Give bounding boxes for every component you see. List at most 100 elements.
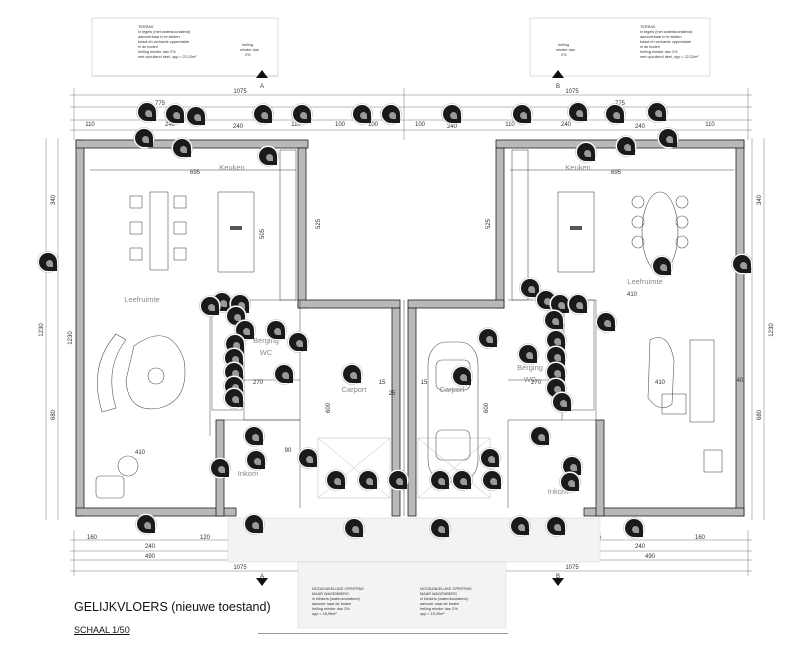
svg-text:A: A [260, 84, 264, 90]
svg-text:in tegels (met waterdoorlatend: in tegels (met waterdoorlatend) [138, 30, 191, 34]
marker-pin-icon [561, 455, 583, 477]
svg-text:240: 240 [145, 544, 156, 550]
interior-dimensions: 695 695 525 525 505 410 410 270 270 600 … [68, 170, 744, 456]
marker-pin-icon [545, 329, 567, 351]
marker-pin-icon [511, 103, 533, 125]
svg-text:270: 270 [531, 380, 542, 386]
marker-pin-icon [164, 103, 186, 125]
svg-text:240: 240 [635, 544, 646, 550]
marker-pin-icon [567, 101, 589, 123]
svg-text:helling minder dan 2%: helling minder dan 2% [420, 607, 458, 611]
section-marker-a-bottom: A [256, 574, 268, 586]
marker-pin-icon [451, 469, 473, 491]
svg-text:minder dan: minder dan [240, 48, 259, 52]
kitchen-cabinets-right [511, 149, 529, 301]
marker-pin-icon [252, 103, 274, 125]
marker-pin-icon [479, 447, 501, 469]
svg-text:aanvoerbaar in te stellen: aanvoerbaar in te stellen [138, 35, 180, 39]
marker-pin-icon [731, 253, 753, 275]
marker-pin-icon [567, 293, 589, 315]
marker-pin-icon [133, 127, 155, 149]
top-row-dimensions: 110 240 240 110 100 100 100 240 110 240 … [85, 122, 715, 130]
svg-text:2%: 2% [561, 53, 567, 57]
marker-pin-icon [481, 469, 503, 491]
marker-pin-icon [273, 363, 295, 385]
svg-text:in de boden: in de boden [138, 45, 158, 49]
svg-text:aanvoerbaar in te stellen: aanvoerbaar in te stellen [640, 35, 682, 39]
marker-pin-icon [351, 103, 373, 125]
svg-text:opp = 18,99m²: opp = 18,99m² [312, 612, 337, 616]
svg-text:B: B [556, 574, 560, 580]
paving-bottom [227, 517, 601, 629]
marker-pin-icon [509, 515, 531, 537]
side-dimensions-right: 340 1230 680 [757, 194, 775, 420]
marker-pin-icon [185, 105, 207, 127]
svg-text:410: 410 [627, 292, 638, 298]
marker-pin-icon [287, 331, 309, 353]
marker-pin-icon [604, 103, 626, 125]
svg-text:25: 25 [389, 391, 396, 397]
marker-pin-icon [243, 513, 265, 535]
svg-text:110: 110 [85, 122, 95, 128]
svg-text:40: 40 [737, 378, 744, 384]
armchair-left [95, 455, 139, 499]
marker-layer [37, 101, 753, 539]
room-label-berging-left: Berging [253, 336, 279, 345]
marker-pin-icon [380, 103, 402, 125]
drive-note-right: NOODZAKELIJKE OPRITPAD MAAR WAGENBERG in… [420, 587, 472, 616]
svg-text:110: 110 [291, 122, 301, 128]
marker-pin-icon [517, 343, 539, 365]
marker-pin-icon [291, 103, 313, 125]
svg-text:695: 695 [611, 170, 622, 176]
svg-text:opp = 15,29m²: opp = 15,29m² [420, 612, 445, 616]
room-label-wc-left: WC [260, 348, 273, 357]
sofa-right [647, 337, 715, 423]
svg-text:in klinkers (waterdoorlatend): in klinkers (waterdoorlatend) [420, 597, 468, 601]
marker-pin-icon [209, 457, 231, 479]
marker-pin-icon [545, 345, 567, 367]
svg-text:totaal eh verharde oppervlakte: totaal eh verharde oppervlakte [640, 40, 691, 44]
marker-pin-icon [441, 103, 463, 125]
terrace-note-right: TERRAS in tegels (met waterdoorlatend) a… [640, 25, 699, 59]
slope-note-left: helling minder dan 2% [240, 43, 259, 57]
marker-pin-icon [429, 517, 451, 539]
svg-text:in tegels (met waterdoorlatend: in tegels (met waterdoorlatend) [640, 30, 693, 34]
title-underline [258, 633, 508, 634]
terrace-right [529, 17, 711, 77]
svg-text:505: 505 [260, 228, 266, 239]
svg-text:100: 100 [415, 122, 426, 128]
svg-text:600: 600 [484, 402, 490, 413]
terrace-left [91, 17, 279, 77]
svg-text:120: 120 [200, 535, 211, 541]
marker-pin-icon [387, 469, 409, 491]
svg-text:240: 240 [233, 124, 244, 130]
svg-text:NOODZAKELIJKE OPRITPAD: NOODZAKELIJKE OPRITPAD [312, 587, 364, 591]
svg-text:100: 100 [335, 122, 346, 128]
svg-text:110: 110 [705, 122, 715, 128]
svg-text:100: 100 [368, 122, 379, 128]
svg-text:TERRAS: TERRAS [138, 25, 154, 29]
marker-pin-icon [551, 391, 573, 413]
marker-pin-icon [325, 469, 347, 491]
marker-pin-icon [615, 135, 637, 157]
marker-pin-icon [451, 365, 473, 387]
svg-text:MAAR WAGENBERG: MAAR WAGENBERG [312, 592, 349, 596]
section-marker-b-bottom: B [552, 574, 564, 586]
svg-text:160: 160 [695, 535, 706, 541]
room-label-keuken-left: Keuken [219, 163, 244, 172]
marker-pin-icon [265, 319, 287, 341]
marker-pin-icon [545, 515, 567, 537]
svg-text:1230: 1230 [39, 323, 45, 337]
room-label-carport-right: Carport [439, 385, 465, 394]
room-label-inkom-left: Inkom [238, 469, 258, 478]
marker-pin-icon [595, 311, 617, 333]
svg-text:1075: 1075 [565, 565, 579, 571]
room-label-carport-left: Carport [341, 385, 367, 394]
svg-text:270: 270 [253, 380, 264, 386]
svg-text:490: 490 [645, 554, 656, 560]
svg-text:helling: helling [242, 43, 253, 47]
room-label-inkom-right: Inkom [548, 487, 568, 496]
svg-text:240: 240 [561, 122, 572, 128]
marker-pin-icon [477, 327, 499, 349]
